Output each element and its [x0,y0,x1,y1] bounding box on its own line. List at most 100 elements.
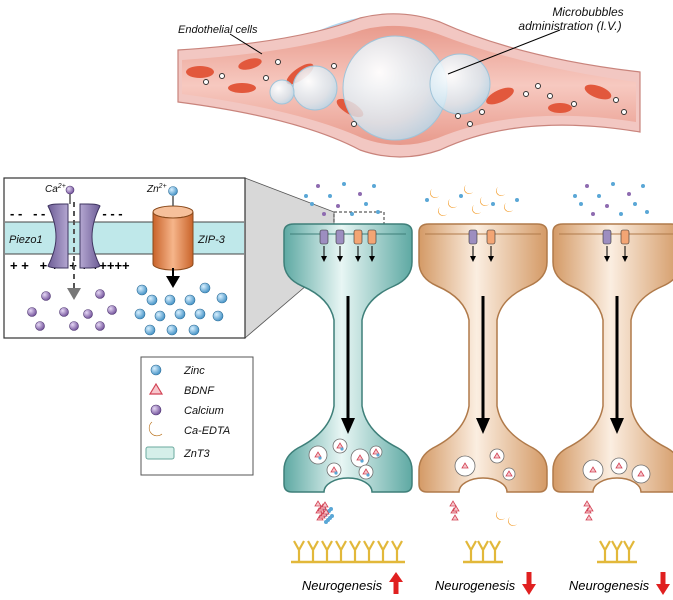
microbubble [429,53,491,115]
bdnf-in-vesicle [372,448,380,455]
arrow-down-icon [526,572,532,586]
legend-label-calcium: Calcium [184,405,224,417]
ion-particle [364,202,368,206]
zinc-in-vesicle [360,459,364,463]
piezo1-channel-flux-head [321,256,327,262]
zinc-molecule [329,507,333,511]
microbubbles-label-line1: Microbubbles [552,5,623,19]
red-blood-cell [238,58,262,70]
ion-particle [627,192,631,196]
neuron-body [552,223,673,493]
zip3-channel [486,229,496,245]
zinc-molecule [330,514,334,518]
extracellular-ions [304,182,380,216]
microbubble [292,65,338,111]
bdnf-molecule [322,508,330,515]
receptors [291,540,405,564]
vesicles [308,438,383,480]
receptor [489,540,501,562]
receptor [307,540,319,562]
receptor [349,540,361,562]
zip3-channel [620,229,630,245]
ion-particle [619,212,623,216]
zip3-channel [152,211,194,271]
extracellular-ions [573,182,649,216]
red-blood-cell [548,103,572,113]
channel-inset: - - - - - - - - - - - + + + + + + +++++ … [3,177,385,339]
piezo1-channel [335,229,345,245]
ion-particle [316,184,320,188]
bdnf-in-vesicle [505,470,513,477]
receptor [377,540,389,562]
red-blood-cell [486,87,514,105]
ca-edta-particle [463,185,473,195]
zinc-sphere-icon [150,364,162,376]
transport-arrow-head [610,418,624,434]
ion-particle [376,210,380,214]
neuron-3: Neurogenesis [552,182,673,595]
arrow-down-icon [660,572,666,586]
ion-particle [585,184,589,188]
zinc-ion [168,186,178,196]
legend-label-zinc: Zinc [183,365,205,377]
neurogenesis-label: Neurogenesis [302,578,383,593]
calcium-cluster [27,289,117,331]
zinc-cluster [134,282,228,336]
bdnf-in-vesicle [493,452,501,459]
piezo1-channel-flux-head [337,256,343,262]
ion-particle [310,202,314,206]
inset-frame [3,177,246,339]
released-molecules [449,500,517,526]
piezo1-channel [602,229,612,245]
bdnf-molecule [314,500,322,507]
bdnf-in-vesicle [336,442,344,449]
zinc-in-vesicle [340,447,344,451]
zinc-in-vesicle [366,473,370,477]
ca-edta-particle [495,511,505,520]
neuron-1: Neurogenesis [283,182,413,594]
ion-particle [322,212,326,216]
red-blood-cell [186,66,214,78]
red-blood-cell [584,84,612,100]
ca-edta-particle [438,207,447,217]
bdnf-in-vesicle [362,468,370,475]
receptor [321,540,333,562]
released-molecules [314,500,334,524]
zinc-particle [515,198,519,202]
calcium-ion-label: Ca2+ [45,183,66,195]
transport-arrow-head [476,418,490,434]
arrow-up-icon-head [389,572,403,582]
bdnf-molecule [585,514,593,521]
bdnf-in-vesicle [330,466,338,473]
ca-edta-crescent-icon [148,421,163,437]
ion-particle [579,202,583,206]
ion-particle [597,194,601,198]
ion-particle [573,194,577,198]
zinc-in-vesicle [376,453,380,457]
ca-edta-particle [496,187,505,196]
vesicles [454,448,516,481]
ion-particle [350,212,354,216]
receptor [465,540,477,562]
legend-label-ca-edta: Ca-EDTA [184,425,230,437]
receptor [611,540,623,562]
endothelial-cells-label: Endothelial cells [178,24,258,36]
bdnf-in-vesicle [356,454,364,461]
piezo1-channel [468,229,478,245]
znt3-vesicle-box-icon [145,446,175,460]
receptor [293,540,305,562]
bdnf-molecule [321,501,329,508]
arrow-down-icon-head [522,584,536,595]
neurogenesis-label: Neurogenesis [435,578,516,593]
zinc-particle [425,198,429,202]
receptor [623,540,635,562]
ion-particle [605,204,609,208]
zip3-channel-flux-head [369,256,375,262]
ion-particle [342,182,346,186]
red-blood-cell [228,83,256,93]
arrow-up-icon [393,580,399,594]
bdnf-in-vesicle [615,462,623,469]
zip3-channel-flux-head [355,256,361,262]
piezo1-channel-flux-head [470,256,476,262]
calcium-sphere-icon [150,404,162,416]
